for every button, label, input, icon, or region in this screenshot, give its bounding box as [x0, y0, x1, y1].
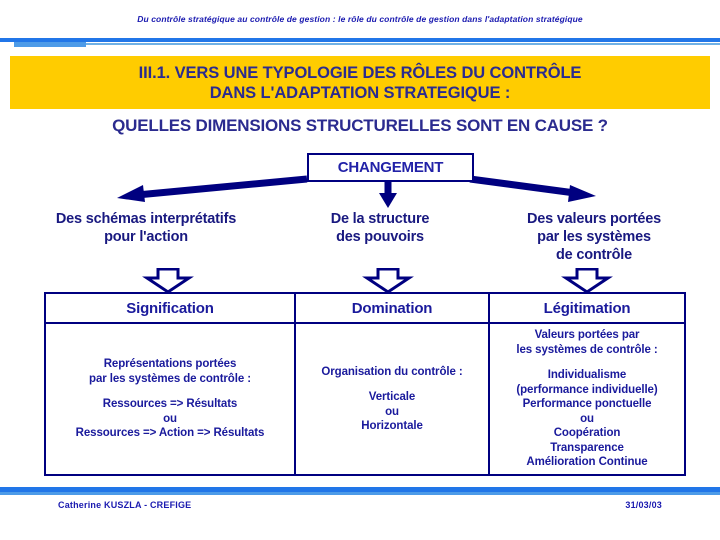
- dom-gap: [321, 379, 462, 390]
- block-down-arrows: [142, 268, 613, 294]
- column-heading-2-line-2: des pouvoirs: [336, 229, 424, 245]
- column-heading-3-line-2: par les systèmes: [537, 229, 651, 245]
- table-cell-domination-body: Organisation du contrôle : Verticale ou …: [294, 322, 490, 476]
- title-band: III.1. VERS UNE TYPOLOGIE DES RÔLES DU C…: [10, 56, 710, 109]
- dimensions-table: Signification Domination Légitimation Re…: [44, 292, 688, 482]
- column-heading-1-line-2: pour l'action: [104, 229, 188, 245]
- branch-arrow-right-head: [568, 185, 596, 202]
- dom-line-4: ou: [385, 405, 399, 418]
- top-rule-primary: [0, 38, 720, 42]
- leg-line-1: Valeurs portées par: [534, 329, 640, 342]
- leg-line-4: Individualisme: [547, 369, 627, 382]
- block-down-arrow-icon-2: [362, 268, 414, 294]
- table-header-row: Signification Domination Légitimation: [44, 292, 688, 324]
- sig-line-4: Ressources => Résultats: [102, 398, 238, 411]
- table-header-cell-signification: Signification: [44, 292, 296, 324]
- leg-line-2: les systèmes de contrôle :: [516, 343, 658, 356]
- leg-line-7: ou: [580, 412, 594, 425]
- slide-title-line-1: III.1. VERS UNE TYPOLOGIE DES RÔLES DU C…: [138, 63, 582, 82]
- block-down-arrow-icon-3: [561, 268, 613, 294]
- table-body-row: Représentations portées par les systèmes…: [44, 322, 688, 476]
- column-heading-1: Des schémas interprétatifs pour l'action: [10, 210, 282, 270]
- table-cell-legitimation-text: Valeurs portées par les systèmes de cont…: [516, 328, 657, 470]
- footer-date: 31/03/03: [625, 500, 662, 510]
- sig-line-6: Ressources => Action => Résultats: [75, 427, 265, 440]
- column-heading-3-line-3: de contrôle: [556, 247, 632, 263]
- column-heading-1-line-1: Des schémas interprétatifs: [55, 211, 237, 227]
- slide-title-line-2: DANS L'ADAPTATION STRATEGIQUE :: [209, 83, 511, 102]
- leg-line-10: Amélioration Continue: [526, 456, 648, 469]
- sig-line-5: ou: [163, 412, 177, 425]
- top-rule-accent-block: [14, 42, 86, 47]
- column-heading-2-line-1: De la structure: [330, 211, 430, 227]
- dom-line-5: Horizontale: [361, 420, 423, 432]
- column-heading-3: Des valeurs portées par les systèmes de …: [478, 210, 710, 270]
- footer-author: Catherine KUSZLA - CREFIGE: [58, 500, 192, 510]
- dom-line-3: Verticale: [368, 391, 416, 403]
- branch-arrows: [117, 175, 596, 208]
- leg-gap: [516, 357, 657, 368]
- table-cell-legitimation-body: Valeurs portées par les systèmes de cont…: [488, 322, 686, 476]
- table-cell-domination-text: Organisation du contrôle : Verticale ou …: [321, 365, 462, 434]
- root-node-changement: CHANGEMENT: [307, 153, 474, 182]
- table-cell-signification-body: Représentations portées par les systèmes…: [44, 322, 296, 476]
- column-heading-3-line-1: Des valeurs portées: [526, 211, 662, 227]
- slide-subtitle-question: QUELLES DIMENSIONS STRUCTURELLES SONT EN…: [112, 116, 608, 135]
- leg-line-8: Coopération: [553, 427, 621, 440]
- dom-line-1: Organisation du contrôle :: [321, 365, 463, 378]
- table-header-cell-legitimation: Légitimation: [488, 292, 686, 324]
- sig-line-2: par les systèmes de contrôle :: [89, 372, 251, 385]
- leg-line-9: Transparence: [550, 441, 624, 454]
- sig-gap: [76, 386, 265, 397]
- branch-arrow-middle-head: [379, 193, 397, 208]
- table-cell-signification-text: Représentations portées par les systèmes…: [76, 357, 265, 441]
- table-header-cell-domination: Domination: [294, 292, 490, 324]
- branch-arrow-left-line: [136, 175, 308, 199]
- leg-line-5: (performance individuelle): [516, 383, 658, 396]
- sig-line-1: Représentations portées: [103, 358, 237, 371]
- running-header: Du contrôle stratégique au contrôle de g…: [137, 14, 583, 24]
- bottom-rule-primary: [0, 487, 720, 492]
- block-down-arrow-icon-1: [142, 268, 194, 294]
- slide-title: III.1. VERS UNE TYPOLOGIE DES RÔLES DU C…: [139, 63, 582, 103]
- column-heading-2: De la structure des pouvoirs: [282, 210, 478, 270]
- top-rule-thin-line: [86, 43, 720, 45]
- branch-arrow-left-head: [117, 185, 145, 202]
- branch-arrow-right-line: [469, 175, 576, 197]
- bottom-rule-secondary: [0, 492, 720, 495]
- column-headings: Des schémas interprétatifs pour l'action…: [10, 210, 710, 270]
- leg-line-6: Performance ponctuelle: [522, 398, 652, 411]
